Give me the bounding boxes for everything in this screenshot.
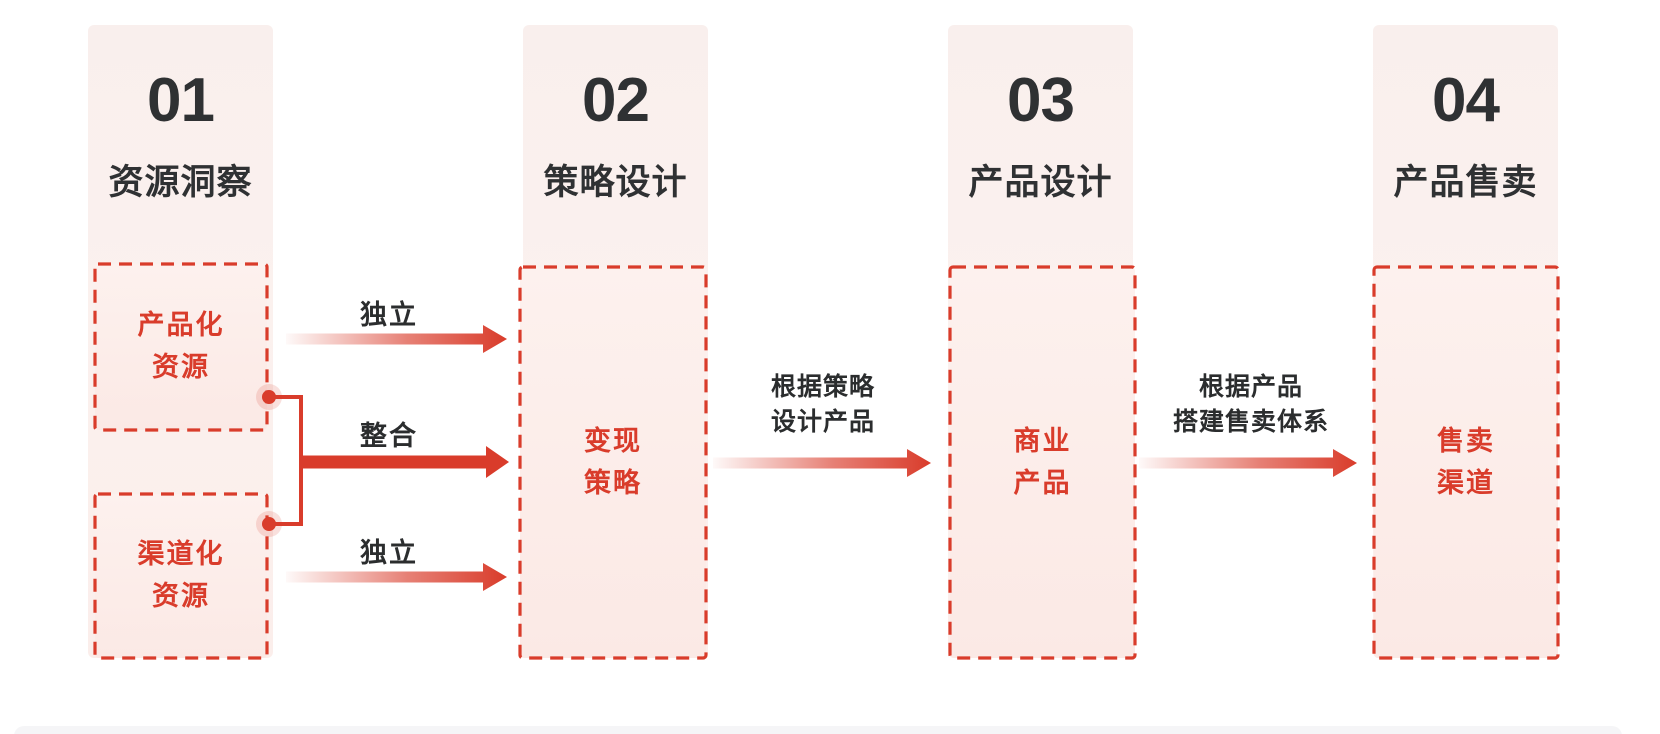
label-merge: 整合 xyxy=(360,421,418,451)
box-monetization-strategy-label: 变现 策略 xyxy=(584,425,642,498)
stage-3-number: 03 xyxy=(1007,66,1075,135)
box-commercial-product-label: 商业 产品 xyxy=(1013,425,1072,498)
stage-2-header: 02 策略设计 xyxy=(523,25,708,205)
label-stage2-to-stage3: 根据策略 设计产品 xyxy=(770,373,875,436)
stage-4-number: 04 xyxy=(1432,66,1500,135)
bottom-section-divider xyxy=(14,726,1622,734)
stage-4-title: 产品售卖 xyxy=(1393,163,1538,202)
label-stage3-to-stage4: 根据产品 搭建售卖体系 xyxy=(1172,373,1329,436)
box-sales-channel: 售卖 渠道 xyxy=(1374,267,1558,658)
stage-3-header: 03 产品设计 xyxy=(948,25,1133,205)
box-commercial-product: 商业 产品 xyxy=(950,267,1135,658)
stage-2-number: 02 xyxy=(582,66,650,135)
arrow-stage3-to-stage4 xyxy=(1139,449,1357,477)
stage-3-title: 产品设计 xyxy=(968,163,1113,202)
box-monetization-strategy: 变现 策略 xyxy=(520,267,706,658)
box-productized-resources-label: 产品化 资源 xyxy=(137,310,225,382)
box-channelized-resources: 渠道化 资源 xyxy=(95,494,267,658)
stage-1-title: 资源洞察 xyxy=(108,163,253,202)
label-independent-top: 独立 xyxy=(360,300,418,330)
box-productized-resources: 产品化 资源 xyxy=(95,264,267,430)
stage-1-number: 01 xyxy=(147,66,215,135)
arrow-stage2-to-stage3 xyxy=(713,449,931,477)
label-independent-bottom: 独立 xyxy=(360,538,418,568)
stage-2-title: 策略设计 xyxy=(543,163,688,202)
box-channelized-resources-label: 渠道化 资源 xyxy=(137,539,225,611)
stage-1-header: 01 资源洞察 xyxy=(88,25,273,205)
stage-4-header: 04 产品售卖 xyxy=(1373,25,1558,205)
box-sales-channel-label: 售卖 渠道 xyxy=(1437,425,1495,498)
